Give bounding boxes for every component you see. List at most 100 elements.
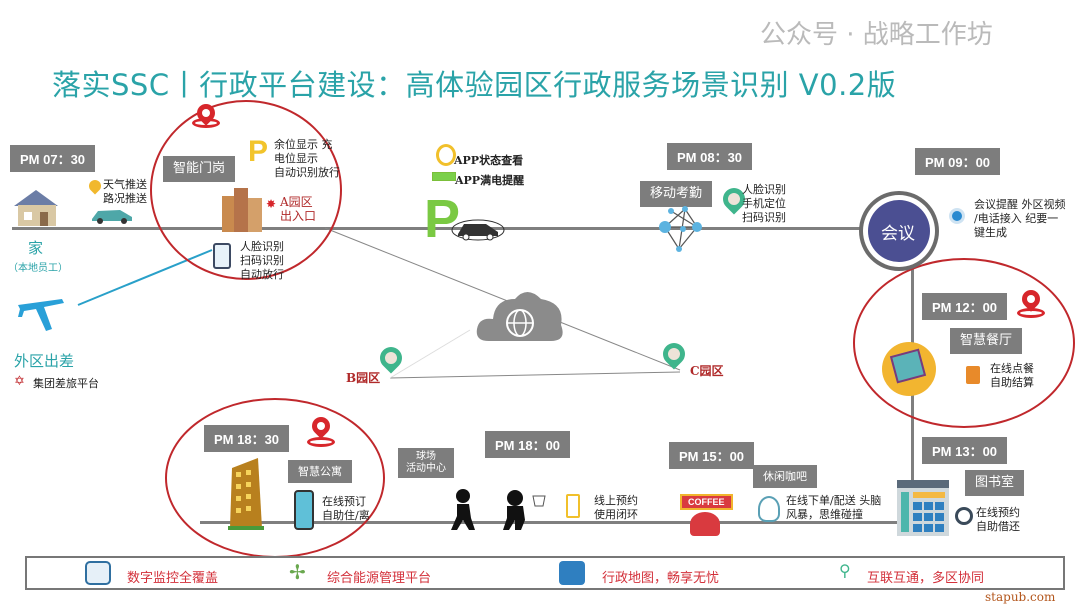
feature-line: 在线点餐 bbox=[990, 362, 1034, 375]
meeting-circle bbox=[868, 200, 930, 262]
feature-line: 风暴，思维碰撞 bbox=[786, 508, 863, 521]
face-line: 自动放行 bbox=[240, 268, 284, 281]
feature-line: 会议提醒 外区视频 bbox=[974, 198, 1066, 211]
page-title: 落实SSC丨行政平台建设：高体验园区行政服务场景识别 V0.2版 bbox=[52, 68, 897, 102]
feature-line: 键生成 bbox=[974, 226, 1007, 239]
gate-face: 人脸识别 扫码识别 自动放行 bbox=[240, 240, 284, 282]
airplane-icon bbox=[18, 299, 64, 331]
gate-entrance: A园区 出入口 bbox=[280, 195, 316, 223]
house-icon bbox=[14, 190, 58, 226]
park-b-label: B园区 bbox=[346, 371, 381, 385]
library-building-icon bbox=[897, 480, 949, 536]
bar-item-energy: 综合能源管理平台 bbox=[327, 571, 432, 586]
entrance-park: A园区 bbox=[280, 195, 313, 209]
face-line: 人脸识别 bbox=[240, 240, 284, 253]
tag-mobile-attendance: 移动考勤 bbox=[640, 181, 713, 207]
booking-icon bbox=[566, 494, 580, 518]
feature-line: 自助结算 bbox=[990, 376, 1034, 389]
face-line: 扫码识别 bbox=[240, 254, 284, 267]
phone-icon bbox=[294, 490, 314, 530]
time-label-1830: PM 18：30 bbox=[204, 425, 290, 452]
time-label-0830: PM 08：30 bbox=[667, 143, 753, 170]
meeting-features: 会议提醒 外区视频 /电话接入 纪要一 键生成 bbox=[974, 198, 1066, 240]
feature-line: 线上预约 bbox=[594, 494, 638, 507]
star-icon: ✡ bbox=[14, 374, 25, 389]
car-icon bbox=[92, 210, 132, 224]
players-icon bbox=[451, 489, 546, 530]
network-icon bbox=[659, 206, 702, 252]
ev-parking-icon: P bbox=[424, 189, 461, 249]
time-label-1200: PM 12：00 bbox=[922, 293, 1008, 320]
tablet-icon bbox=[213, 243, 231, 269]
parking-line: 余位显示 充 bbox=[274, 138, 333, 151]
sports-features: 线上预约 使用闭环 bbox=[594, 494, 638, 522]
parking-line: 自动识别放行 bbox=[274, 166, 340, 179]
canteen-features: 在线点餐 自助结算 bbox=[990, 362, 1034, 390]
electric-car-icon bbox=[451, 219, 505, 241]
feature-line: 自助借还 bbox=[976, 520, 1020, 533]
app-full: APP满电提醒 bbox=[455, 174, 525, 187]
cloud-globe-icon bbox=[476, 292, 563, 341]
meeting-label: 会议 bbox=[881, 224, 915, 244]
tag-line: 球场 bbox=[416, 451, 436, 462]
tag-library: 图书室 bbox=[965, 470, 1025, 496]
feature-line: 在线预约 bbox=[976, 506, 1020, 519]
tag-sports-center: 球场 活动中心 bbox=[398, 448, 454, 478]
map-icon bbox=[559, 561, 585, 585]
push-weather: 天气推送 bbox=[103, 178, 147, 191]
parking-icon: P bbox=[248, 135, 269, 168]
source-label: stapub.com bbox=[985, 590, 1056, 604]
time-label-1800: PM 18：00 bbox=[485, 431, 571, 458]
apartment-building-icon bbox=[228, 458, 264, 530]
method-line: 人脸识别 bbox=[742, 183, 786, 196]
method-line: 手机定位 bbox=[742, 197, 786, 210]
charge-status-icon bbox=[436, 144, 456, 166]
tag-smart-gate: 智能门岗 bbox=[163, 156, 236, 182]
time-label-0730: PM 07：30 bbox=[10, 145, 96, 172]
bar-item-interconnect: 互联互通，多区协同 bbox=[867, 571, 985, 586]
app-status: APP状态查看 bbox=[454, 154, 524, 167]
feature-line: 在线预订 bbox=[322, 495, 366, 508]
bar-item-map: 行政地图，畅享无忧 bbox=[602, 571, 720, 586]
push-traffic: 路况推送 bbox=[103, 192, 147, 205]
watch-icon bbox=[955, 507, 973, 525]
payment-icon bbox=[966, 366, 980, 384]
bottom-feature-bar: 数字监控全覆盖 ✢ 综合能源管理平台 行政地图，畅享无忧 ⚲ 互联互通，多区协同 bbox=[25, 556, 1065, 590]
entrance-gate: 出入口 bbox=[280, 209, 317, 223]
buildings-icon bbox=[222, 188, 262, 232]
highlight-ring-apartment bbox=[165, 398, 385, 558]
eye-icon bbox=[949, 208, 965, 224]
feature-line: 使用闭环 bbox=[594, 508, 638, 521]
timeline-bottom bbox=[200, 521, 914, 524]
home-label: 家 bbox=[28, 239, 44, 257]
apartment-features: 在线预订 自助住/离 bbox=[322, 495, 370, 523]
method-line: 扫码识别 bbox=[742, 211, 786, 224]
trip-label: 外区出差 bbox=[14, 352, 75, 370]
feature-line: 在线下单/配送 头脑 bbox=[786, 494, 882, 507]
coffee-sign: COFFEE bbox=[680, 494, 733, 510]
cafe-features: 在线下单/配送 头脑 风暴，思维碰撞 bbox=[786, 494, 881, 522]
time-label-1500: PM 15：00 bbox=[669, 442, 755, 469]
watermark: 公众号 · 战略工作坊 bbox=[760, 20, 993, 50]
library-features: 在线预约 自助借还 bbox=[976, 506, 1020, 534]
wind-turbine-icon: ✢ bbox=[289, 560, 306, 584]
bar-item-monitoring: 数字监控全覆盖 bbox=[127, 571, 219, 586]
entrance-star-icon: ✸ bbox=[266, 197, 277, 211]
parking-line: 电位显示 bbox=[274, 152, 318, 165]
park-c-label: C园区 bbox=[690, 364, 724, 378]
battery-icon bbox=[432, 172, 456, 181]
gate-parking-info: 余位显示 充 电位显示 自动识别放行 bbox=[274, 138, 340, 180]
home-sub: （本地员工） bbox=[8, 263, 68, 274]
camera-icon bbox=[85, 561, 111, 585]
tag-smart-canteen: 智慧餐厅 bbox=[950, 328, 1023, 354]
tag-smart-apartment: 智慧公寓 bbox=[288, 460, 352, 484]
feature-line: 自助住/离 bbox=[322, 509, 370, 522]
network-pins-icon: ⚲ bbox=[839, 561, 851, 580]
tag-line: 活动中心 bbox=[406, 463, 446, 474]
tag-cafe: 休闲咖吧 bbox=[753, 465, 817, 489]
coffee-pot-icon bbox=[690, 512, 720, 536]
attendance-methods: 人脸识别 手机定位 扫码识别 bbox=[742, 183, 786, 225]
feature-line: /电话接入 纪要一 bbox=[974, 212, 1059, 225]
time-label-1300: PM 13：00 bbox=[922, 437, 1008, 464]
trip-platform: 集团差旅平台 bbox=[33, 377, 99, 390]
